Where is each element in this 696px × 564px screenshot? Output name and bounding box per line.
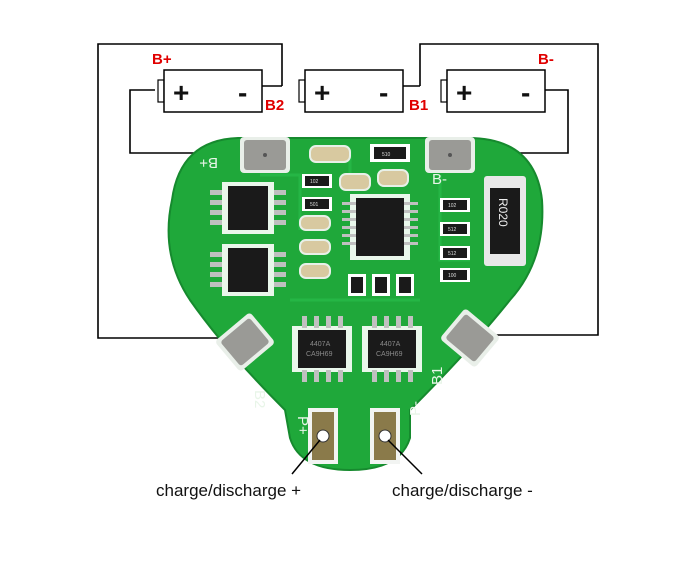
- battery-middle: + -: [298, 69, 404, 113]
- silk-b1: B1: [429, 367, 446, 385]
- label-b1: B1: [409, 97, 428, 114]
- mosfet-bl-mark-2: CA9H69: [306, 351, 333, 358]
- pointer-p-plus: [291, 439, 321, 475]
- svg-text:501: 501: [310, 202, 319, 208]
- protection-ic: [342, 194, 418, 260]
- pad-b2: [216, 313, 274, 371]
- resistor-501: 501: [302, 197, 332, 211]
- silk-b2: B2: [251, 390, 268, 408]
- label-b2: B2: [265, 97, 284, 114]
- mosfet-left-top: [210, 182, 286, 234]
- svg-text:100: 100: [448, 273, 457, 279]
- terminal-p-minus: [370, 408, 400, 464]
- pad-b-plus: [240, 137, 290, 173]
- svg-text:510: 510: [382, 152, 391, 158]
- pointer-p-minus: [387, 439, 423, 475]
- terminal-p-plus: [308, 408, 338, 464]
- silk-b-minus: B-: [432, 171, 447, 188]
- resistor-102-b: 102: [440, 198, 470, 212]
- mosfet-left-bottom: [210, 244, 286, 296]
- battery-middle-minus: -: [379, 77, 388, 108]
- battery-right-minus: -: [521, 77, 530, 108]
- mosfet-bottom-right: 4407A CA9H69: [362, 316, 422, 382]
- shunt-label: R020: [496, 198, 510, 227]
- resistors: 510 102 501 102 512 512 100: [302, 144, 470, 296]
- silk-p-plus: P+: [294, 416, 311, 435]
- silk-b-plus: B+: [199, 154, 218, 171]
- resistor-102-e: [396, 274, 414, 296]
- resistor-102-c: [348, 274, 366, 296]
- resistor-100: 100: [440, 268, 470, 282]
- resistor-510: 510: [370, 144, 410, 162]
- pcb-board: B+ B- B2 B1 P+ P-: [167, 137, 544, 472]
- battery-right: + -: [440, 69, 546, 113]
- pad-b1: [441, 309, 499, 367]
- pad-b-minus: [425, 137, 475, 173]
- resistor-512-b: 512: [440, 246, 470, 260]
- svg-text:102: 102: [310, 179, 319, 185]
- wire-bplus-to-pad: [129, 89, 255, 154]
- caption-charge-minus: charge/discharge -: [392, 481, 533, 500]
- svg-text:512: 512: [448, 227, 457, 233]
- shunt-resistor: R020: [484, 176, 526, 266]
- mosfet-br-mark-2: CA9H69: [376, 351, 403, 358]
- battery-right-plus: +: [456, 77, 472, 108]
- capacitors: [299, 145, 409, 279]
- battery-left-plus: +: [173, 77, 189, 108]
- resistor-102-d: [372, 274, 390, 296]
- battery-left-minus: -: [238, 77, 247, 108]
- mosfet-bl-mark-1: 4407A: [310, 341, 331, 348]
- mosfet-bottom-left: 4407A CA9H69: [292, 316, 352, 382]
- caption-charge-plus: charge/discharge +: [156, 481, 302, 500]
- svg-text:102: 102: [448, 203, 457, 209]
- label-b-plus: B+: [152, 51, 172, 68]
- label-b-minus: B-: [538, 51, 554, 68]
- mosfet-br-mark-1: 4407A: [380, 341, 401, 348]
- battery-middle-plus: +: [314, 77, 330, 108]
- resistor-512-a: 512: [440, 222, 470, 236]
- svg-text:512: 512: [448, 251, 457, 257]
- resistor-102-a: 102: [302, 174, 332, 188]
- battery-left: + -: [157, 69, 263, 113]
- silk-p-minus: P-: [407, 401, 424, 416]
- wire-b2-to-pad: [97, 43, 283, 339]
- wire-b1-to-pad: [419, 43, 599, 336]
